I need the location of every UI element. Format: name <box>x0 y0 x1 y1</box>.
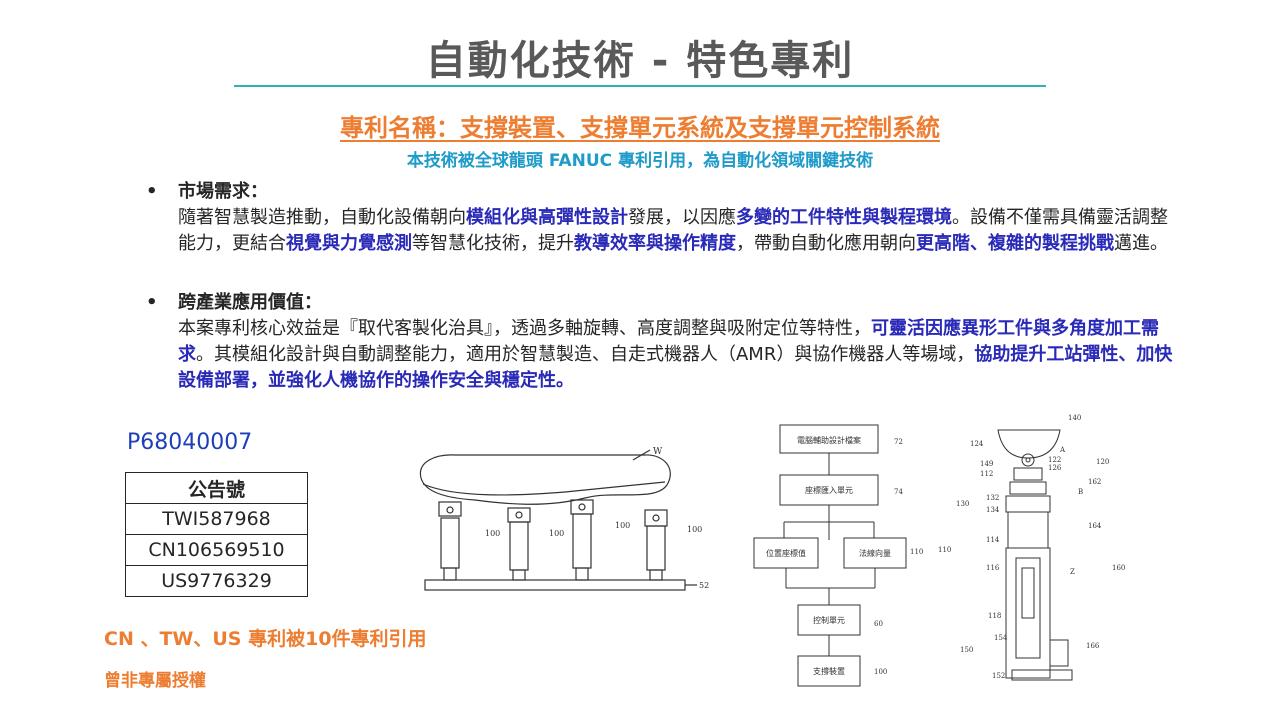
label-100: 100 <box>549 529 564 538</box>
highlight-text: 可靈活因應異形工件與多角度加工需求 <box>178 318 1159 365</box>
bullet-icon: • <box>146 181 158 202</box>
ref-label: 114 <box>986 536 1000 544</box>
body-text: 本案專利核心效益是『取代客製化治具』，透過多軸旋轉、高度調整與吸附定位等特性， <box>178 318 871 339</box>
ref-label: 124 <box>970 440 984 448</box>
body-text: 邁進。 <box>1114 233 1168 254</box>
ref-label: 160 <box>1112 564 1125 572</box>
ref-label: 130 <box>956 500 969 508</box>
ref-label: 126 <box>1048 464 1062 472</box>
support-unit-4 <box>644 509 668 581</box>
patent-name: 專利名稱：支撐裝置、支撐單元系統及支撐單元控制系統 <box>0 108 1280 143</box>
label-52: 52 <box>699 581 709 590</box>
label-w: W <box>653 447 663 457</box>
publication-table: 公告號 TWI587968 CN106569510 US9776329 <box>125 472 308 597</box>
ref-label: 118 <box>988 612 1001 620</box>
flow-box-label: 座標匯入單元 <box>805 485 853 495</box>
support-unit-2 <box>507 507 531 581</box>
flow-box-label: 控制單元 <box>813 615 845 625</box>
section-paragraph: 隨著智慧製造推動，自動化設備朝向模組化與高彈性設計發展，以因應多變的工件特性與製… <box>146 205 1176 257</box>
ref-label: 162 <box>1088 478 1101 486</box>
table-row: TWI587968 <box>125 503 308 535</box>
highlight-text: 多變的工件特性與製程環境 <box>736 207 952 228</box>
ref-label: 154 <box>994 634 1008 642</box>
highlight-text: 模組化與高彈性設計 <box>466 207 628 228</box>
section-heading-text: 跨產業應用價值： <box>178 292 322 313</box>
ref-label: 134 <box>986 506 1000 514</box>
ref-label: 166 <box>1086 642 1100 650</box>
ref-label: 116 <box>986 564 1000 572</box>
ref-label: 112 <box>980 470 993 478</box>
highlight-text: 更高階、複雜的製程挑戰 <box>916 233 1114 254</box>
title-divider <box>234 85 1046 87</box>
bullet-icon: • <box>146 292 158 313</box>
flow-box-label: 法線向量 <box>859 548 891 558</box>
body-text: 隨著智慧製造推動，自動化設備朝向 <box>178 207 466 228</box>
flow-box-label: 電腦輔助設計檔案 <box>797 435 861 445</box>
flow-ref: 100 <box>874 668 887 676</box>
ref-label: A <box>1059 446 1066 454</box>
ref-label: 132 <box>986 494 999 502</box>
highlight-text: 教導效率與操作精度 <box>574 233 736 254</box>
table-header: 公告號 <box>125 472 308 504</box>
highlight-text: 協助提升工站彈性、加快設備部署，並強化人機協作的操作安全與穩定性。 <box>178 344 1173 391</box>
ref-label: 164 <box>1088 522 1102 530</box>
section-heading: • 市場需求： <box>146 179 1176 205</box>
ref-label: 150 <box>960 646 973 654</box>
ref-label: B <box>1078 488 1083 496</box>
ref-label: 110 <box>938 546 951 554</box>
flow-box-label: 位置座標值 <box>766 548 806 558</box>
flow-ref: 72 <box>894 438 903 446</box>
patent-subtitle: 本技術被全球龍頭 FANUC 專利引用，為自動化領域關鍵技術 <box>406 151 874 171</box>
patent-name-text: 專利名稱：支撐裝置、支撐單元系統及支撐單元控制系統 <box>340 114 940 142</box>
body-text: 等智慧化技術，提升 <box>412 233 574 254</box>
table-row: CN106569510 <box>125 534 308 566</box>
section-heading: • 跨產業應用價值： <box>146 290 1176 316</box>
section-heading-text: 市場需求： <box>178 181 268 202</box>
license-note: 曾非專屬授權 <box>104 671 206 691</box>
support-device-drawing: W 52 100 100 100 100 <box>415 440 715 614</box>
body-text: 。設備不僅需具備靈活調整能力，更結合 <box>178 207 1168 254</box>
label-100: 100 <box>687 525 702 534</box>
body-text: 發展，以因應 <box>628 207 736 228</box>
ref-label: 122 <box>1048 456 1061 464</box>
label-100: 100 <box>485 529 500 538</box>
citation-note: CN 、TW、US 專利被10件專利引用 <box>104 628 427 650</box>
support-unit-section-drawing: 140 124 A 122 126 120 149 112 162 B 130 … <box>938 408 1138 697</box>
label-100: 100 <box>615 521 630 530</box>
body-text: 。其模組化設計與自動調整能力，適用於智慧製造、自走式機器人（AMR）與協作機器人… <box>196 344 975 365</box>
flow-box-label: 支撐裝置 <box>813 666 845 676</box>
support-unit-1 <box>438 501 462 581</box>
section-market-demand: • 市場需求： 隨著智慧製造推動，自動化設備朝向模組化與高彈性設計發展，以因應多… <box>146 179 1176 257</box>
highlight-text: 視覺與力覺感測 <box>286 233 412 254</box>
ref-label: 140 <box>1068 414 1081 422</box>
flowchart-drawing: 電腦輔助設計檔案 72 座標匯入單元 74 位置座標值 法線向量 110 控制單… <box>748 420 923 694</box>
ref-label: Z <box>1070 568 1075 576</box>
flow-ref: 110 <box>910 548 923 556</box>
ref-label: 149 <box>980 460 993 468</box>
table-row: US9776329 <box>125 565 308 597</box>
page-title: 自動化技術 - 特色專利 <box>425 38 855 84</box>
ref-label: 120 <box>1096 458 1109 466</box>
ref-label: 152 <box>992 672 1005 680</box>
body-text: ，帶動自動化應用朝向 <box>736 233 916 254</box>
flow-ref: 60 <box>874 620 883 628</box>
patent-number: P68040007 <box>127 430 253 455</box>
support-unit-3 <box>570 499 594 581</box>
flow-ref: 74 <box>894 488 903 496</box>
section-cross-industry: • 跨產業應用價值： 本案專利核心效益是『取代客製化治具』，透過多軸旋轉、高度調… <box>146 290 1176 394</box>
section-paragraph: 本案專利核心效益是『取代客製化治具』，透過多軸旋轉、高度調整與吸附定位等特性，可… <box>146 316 1176 394</box>
